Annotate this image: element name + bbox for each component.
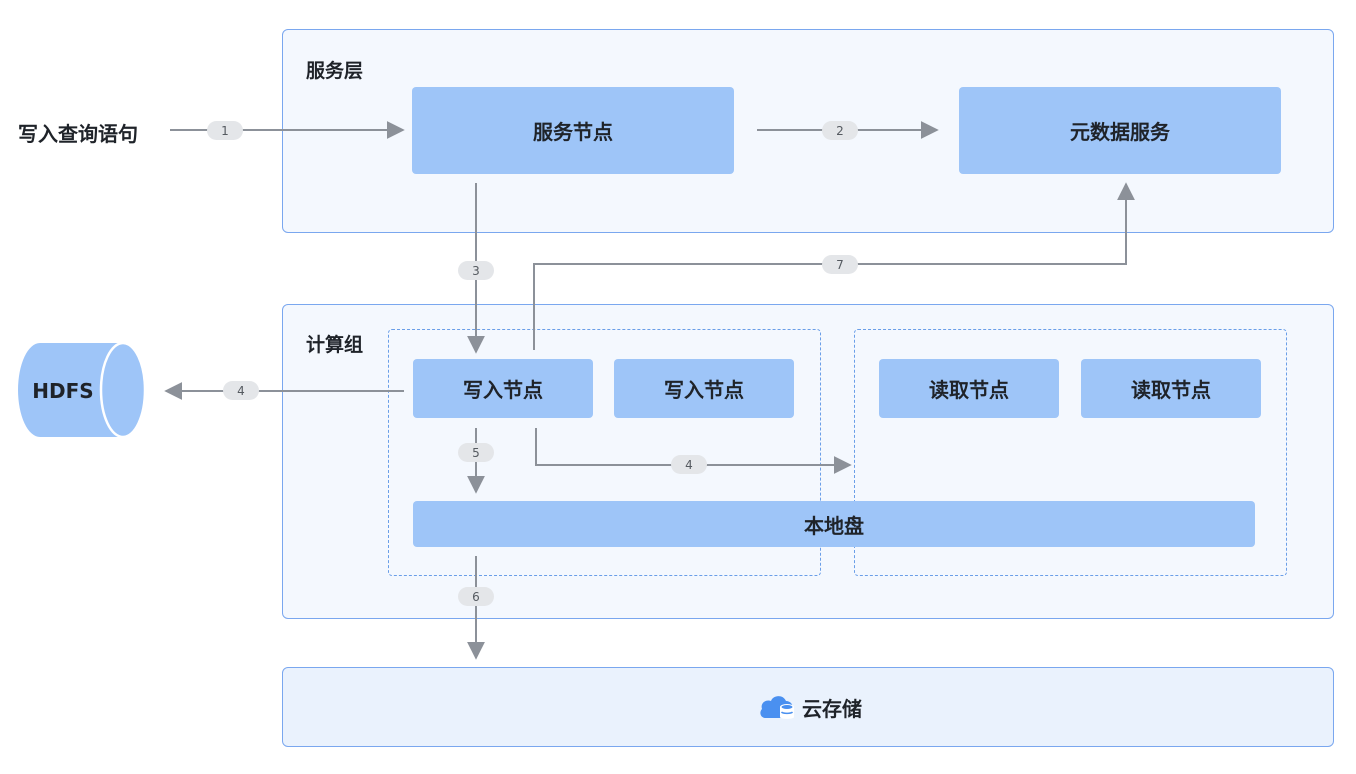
svg-text:4: 4 [237, 384, 245, 398]
service-layer-title: 服务层 [306, 60, 364, 82]
compute-group-title: 计算组 [306, 334, 364, 356]
read-node-2[interactable]: 读取节点 [1081, 359, 1261, 418]
svg-text:4: 4 [685, 458, 693, 472]
svg-text:6: 6 [472, 590, 480, 604]
write-node-secondary[interactable]: 写入节点 [614, 359, 794, 418]
step-badge-5: 5 [458, 443, 494, 462]
step-badge-6: 6 [458, 587, 494, 606]
arrow-4-read [535, 428, 852, 474]
cloud-storage-panel [282, 667, 1334, 747]
svg-text:7: 7 [836, 258, 844, 272]
input-label: 写入查询语句 [18, 122, 138, 146]
local-disk[interactable]: 本地盘 [413, 501, 1255, 547]
cloud-storage-label-group[interactable]: 云存储 [758, 692, 862, 722]
compute-group-panel [282, 304, 1334, 619]
step-badge-4-hdfs: 4 [223, 381, 259, 400]
write-node-primary[interactable]: 写入节点 [413, 359, 593, 418]
hdfs-storage[interactable]: HDFS [18, 341, 147, 439]
svg-text:1: 1 [221, 124, 229, 138]
write-node-group [388, 329, 821, 576]
svg-text:2: 2 [836, 124, 844, 138]
step-badge-2: 2 [822, 121, 858, 140]
step-badge-1: 1 [207, 121, 243, 140]
step-badge-3: 3 [458, 261, 494, 280]
hdfs-label: HDFS [32, 379, 93, 403]
metadata-service-node[interactable]: 元数据服务 [959, 87, 1281, 174]
svg-text:5: 5 [472, 446, 480, 460]
read-node-1[interactable]: 读取节点 [879, 359, 1059, 418]
step-badge-4-read: 4 [671, 455, 707, 474]
step-badge-7: 7 [822, 255, 858, 274]
cloud-storage-label: 云存储 [802, 696, 862, 721]
svg-text:3: 3 [472, 264, 480, 278]
cloud-database-icon [758, 692, 796, 722]
service-node[interactable]: 服务节点 [412, 87, 734, 174]
read-node-group [854, 329, 1287, 576]
